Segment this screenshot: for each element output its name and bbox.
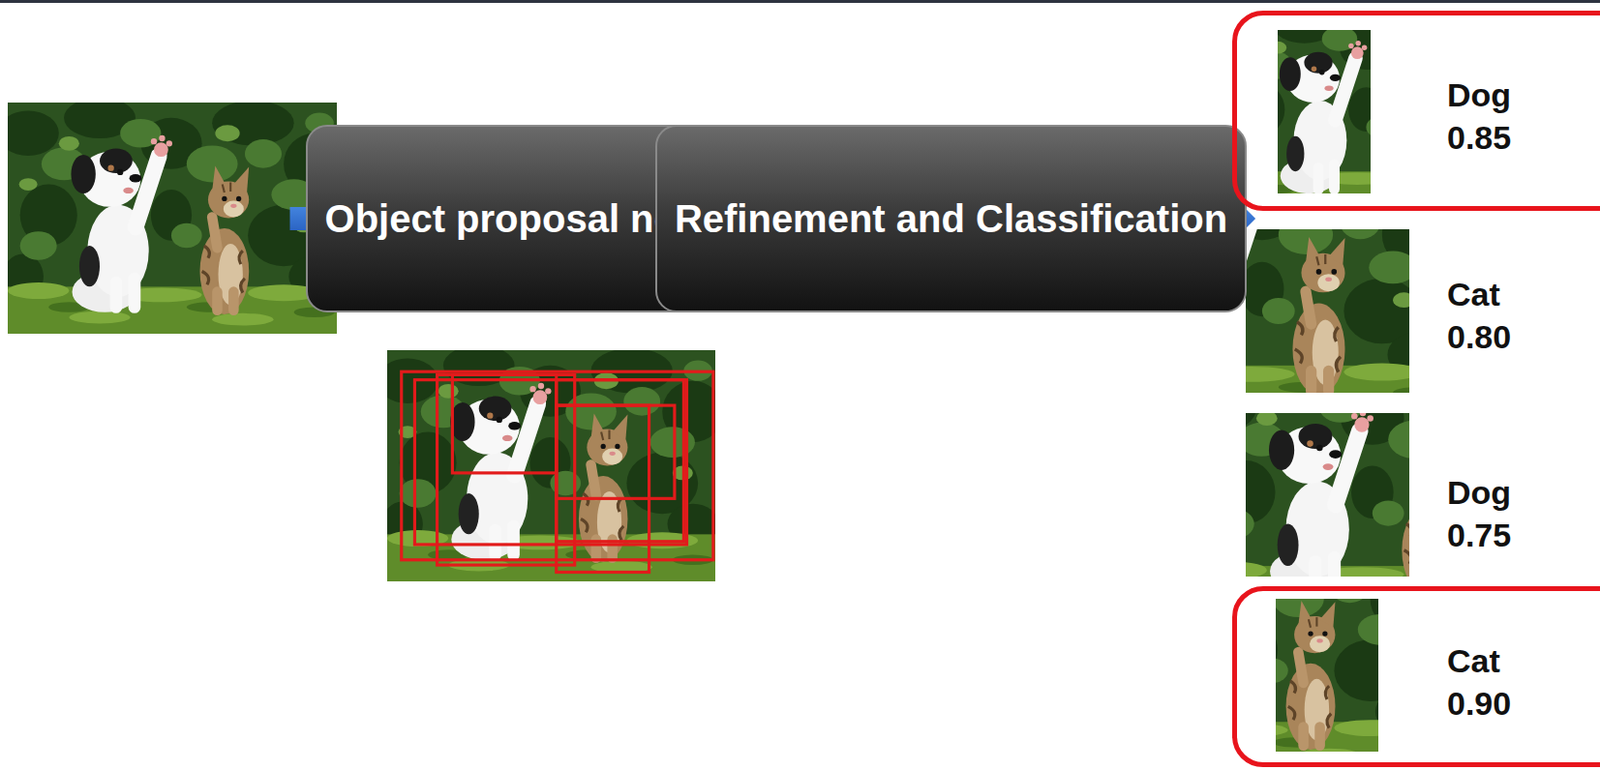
node-text: Cat [1447,639,1511,683]
dog-crop [1215,7,1517,212]
top-bar [0,0,1600,3]
node-text: 0.90 [1447,682,1511,725]
class-label: 0.80 [1447,315,1511,359]
node-text: 0.85 [1447,116,1511,159]
result-box: Dog0.85 [1232,10,1600,212]
dog-crop [1192,370,1552,615]
class-label: 0.75 [1447,513,1511,557]
class-label: Cat [1447,272,1501,316]
proposal-photo [376,345,724,582]
node-text: Refinement and Classification [674,191,1228,247]
node-text: Dog [1447,73,1511,117]
cat-crop [1083,532,1433,770]
text-block: Cat0.90 [1237,630,1511,725]
process-box: Refinement and Classification [655,124,1247,313]
result-box: Cat0.90 [1232,586,1600,768]
text-block: Refinement and Classification [674,191,1228,247]
text-block: Dog0.85 [1237,63,1511,159]
class-label: Dog [1447,471,1511,514]
